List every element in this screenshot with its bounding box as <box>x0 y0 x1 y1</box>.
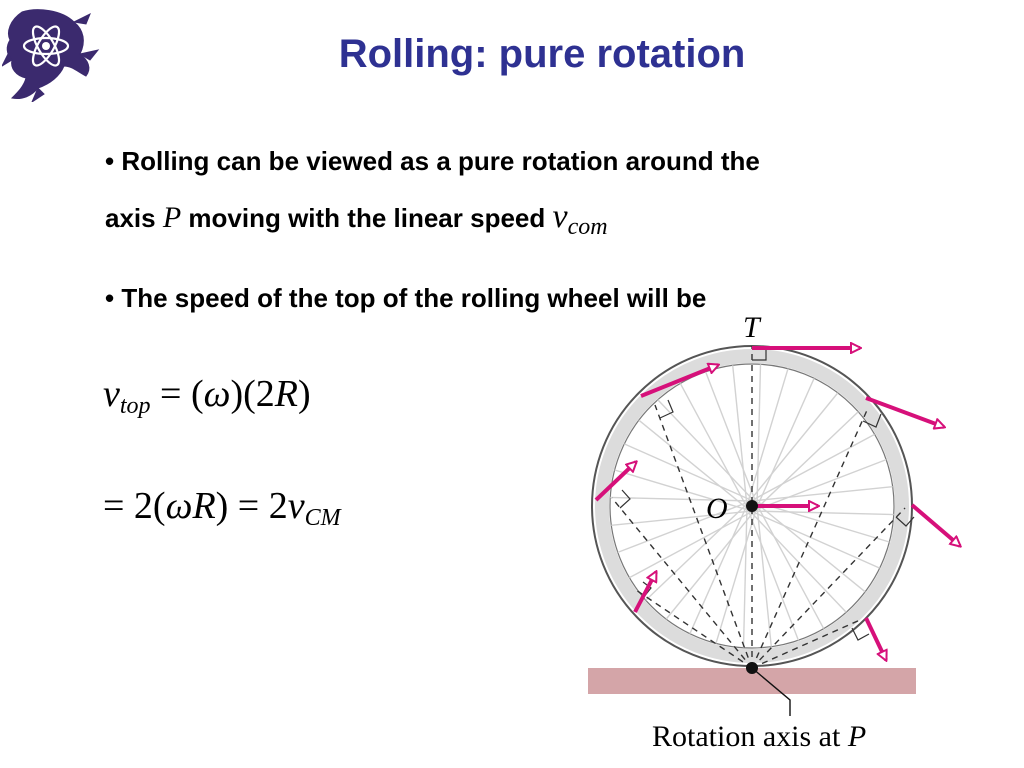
axis-symbol-p: P <box>162 201 182 234</box>
spoke <box>715 507 758 644</box>
eq1-omega: ω <box>203 373 231 415</box>
spoke <box>755 378 815 509</box>
label-top-t: T <box>743 311 762 344</box>
spoke <box>629 509 755 579</box>
caption-symbol-p: P <box>847 720 867 753</box>
rolling-wheel-diagram: T O <box>588 311 980 716</box>
spoke <box>746 507 800 641</box>
spoke <box>749 509 880 569</box>
spoke <box>756 364 762 507</box>
eq1-rhs-b: )(2 <box>230 373 275 415</box>
spoke <box>611 510 753 526</box>
spoke <box>746 368 789 505</box>
spoke <box>747 508 847 613</box>
bullet-1-line-1: • Rolling can be viewed as a pure rotati… <box>105 146 760 177</box>
spoke <box>749 433 875 503</box>
caption-leader-line <box>751 667 791 716</box>
spoke <box>742 505 748 648</box>
spoke <box>751 486 893 502</box>
bullet-1-line-2: axis P moving with the linear speed vcom <box>105 198 608 240</box>
eq1-radius: R <box>274 373 299 415</box>
bullet-2: • The speed of the top of the rolling wh… <box>105 283 706 314</box>
caption-text: Rotation axis at <box>652 720 848 753</box>
spoke <box>747 392 839 504</box>
eq1-sub-top: top <box>119 393 151 419</box>
spoke <box>645 501 750 601</box>
spoke <box>754 501 866 593</box>
spoke <box>732 365 748 507</box>
spoke <box>624 443 755 503</box>
spoke <box>756 505 772 647</box>
eq2-omega: ω <box>165 485 193 527</box>
eq1-rhs-c: ) <box>298 373 311 415</box>
spoke <box>617 500 751 554</box>
equation-2v-cm: = 2(ωR) = 2vCM <box>103 484 341 531</box>
spoke <box>679 383 749 509</box>
slide-title: Rolling: pure rotation <box>338 32 746 76</box>
bullet-1-axis-word: axis <box>105 203 156 233</box>
spoke <box>665 508 757 620</box>
spoke <box>704 371 758 505</box>
spoke <box>754 411 859 511</box>
eq2-v: v <box>287 485 305 527</box>
bullet-marker: • <box>105 283 115 313</box>
eq1-rhs-a: = ( <box>150 373 204 415</box>
equation-v-top: vtop = (ω)(2R) <box>103 372 311 419</box>
wheel-spokes <box>610 364 894 648</box>
eq2-part-b: ) = 2 <box>215 485 288 527</box>
eq2-radius: R <box>192 485 216 527</box>
velocity-arrows <box>594 348 960 660</box>
spoke <box>689 503 749 634</box>
eq2-sub-cm: CM <box>304 505 341 531</box>
wheel-inner-edge <box>609 363 895 649</box>
spoke <box>614 469 751 512</box>
horned-frog-logo-icon <box>2 9 100 102</box>
bullet-2-text: The speed of the top of the rolling whee… <box>121 283 707 313</box>
spoke <box>755 503 825 629</box>
speed-symbol-v: v <box>552 198 568 235</box>
spoke <box>657 399 757 504</box>
spoke <box>610 496 753 502</box>
spoke <box>753 458 887 512</box>
center-point-o <box>746 500 758 512</box>
spoke <box>751 510 894 516</box>
eq2-part-a: = 2( <box>103 485 166 527</box>
bullet-1-text: Rolling can be viewed as a pure rotation… <box>121 146 760 176</box>
bullet-1-middle-text: moving with the linear speed <box>188 203 546 233</box>
speed-subscript-com: com <box>567 214 608 240</box>
spoke <box>638 419 750 511</box>
right-angle-marks <box>619 346 915 641</box>
rotation-axis-caption: Rotation axis at P <box>652 720 866 754</box>
bullet-marker: • <box>105 146 115 176</box>
label-center-o: O <box>706 492 728 525</box>
eq1-v: v <box>103 373 120 415</box>
dashed-lines-from-p <box>611 346 906 669</box>
